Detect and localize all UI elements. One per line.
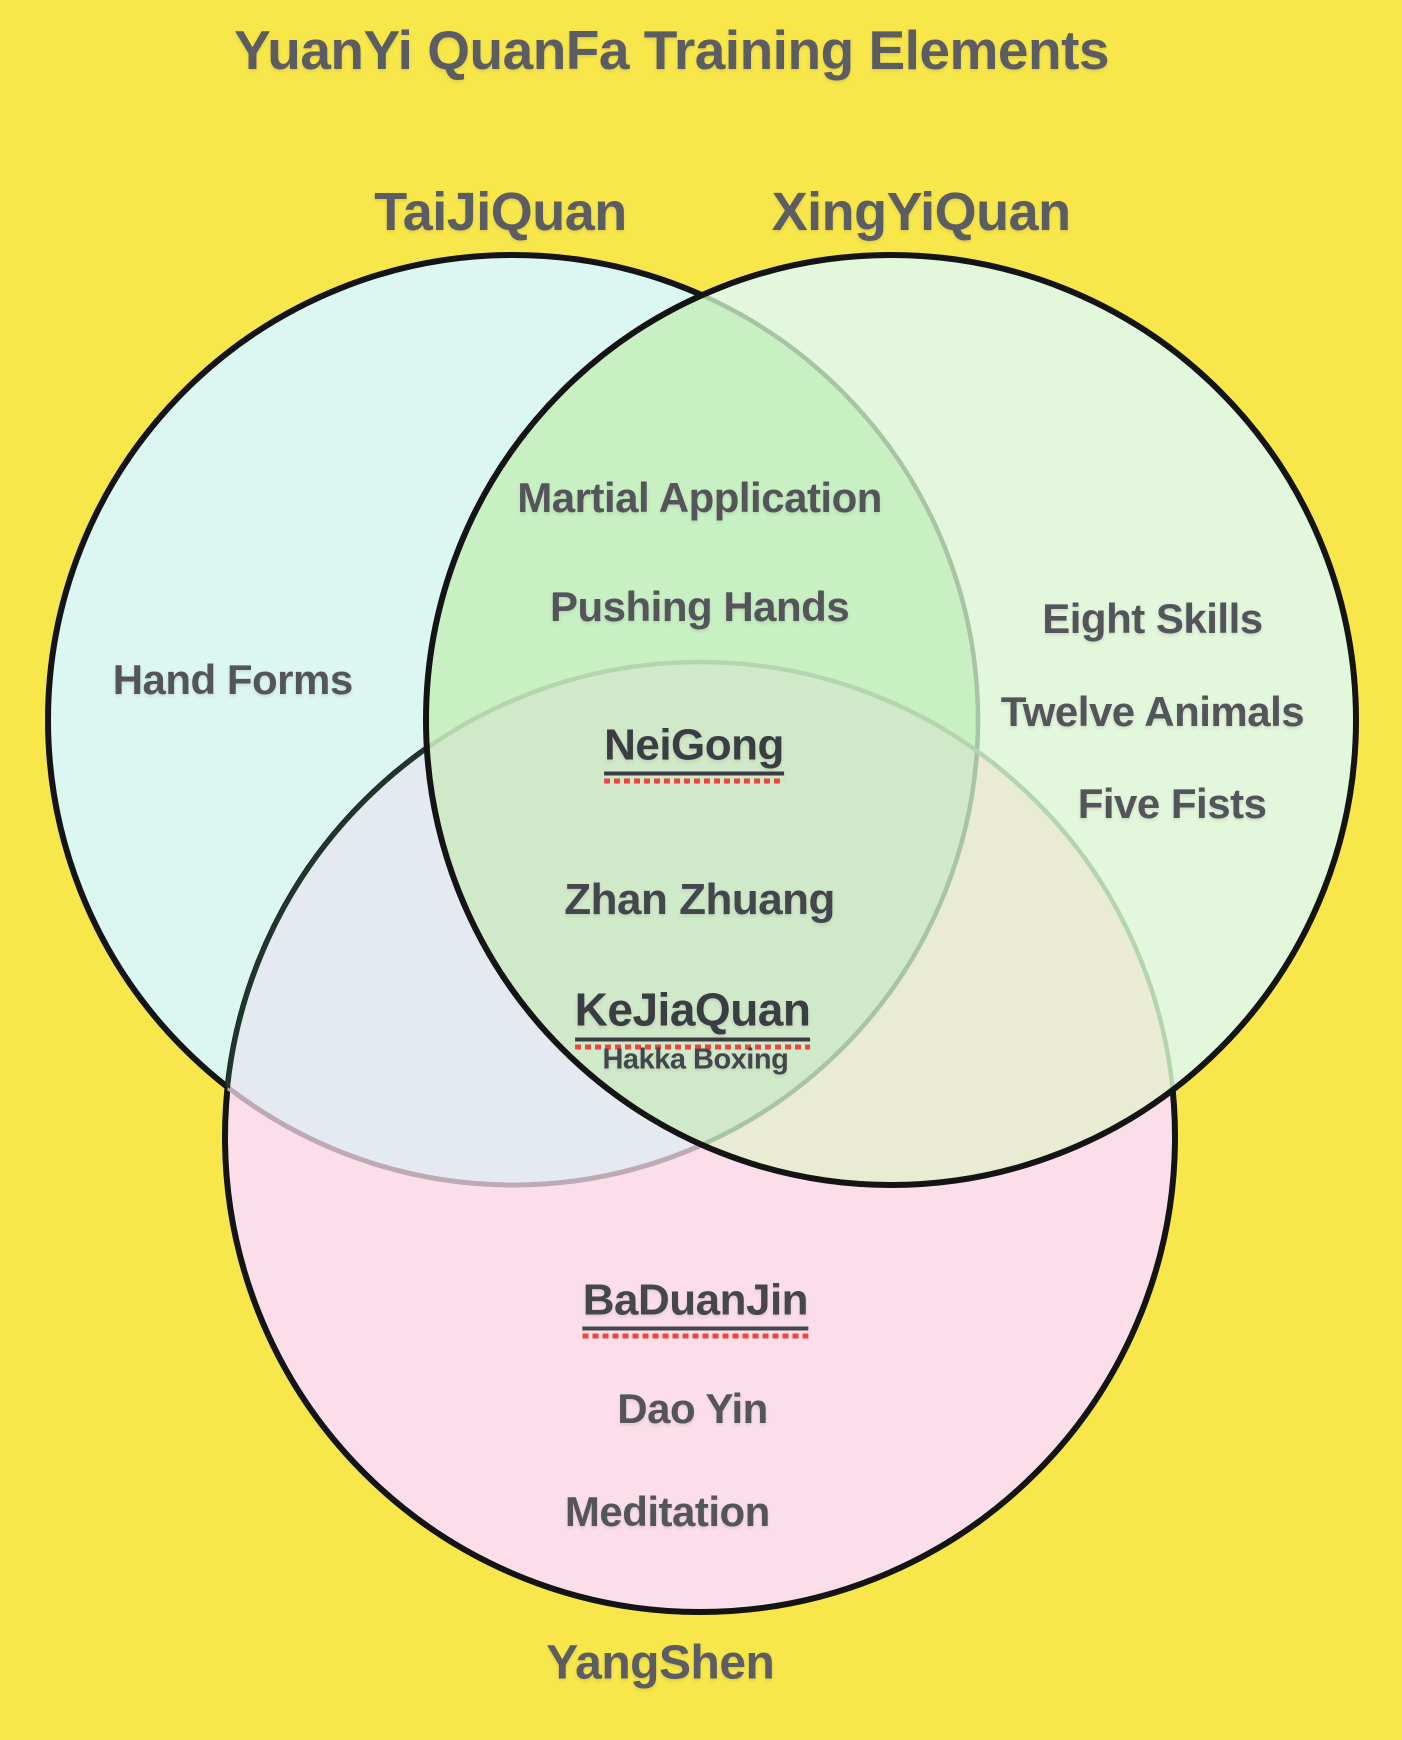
item-five-fists: Five Fists — [1077, 779, 1267, 827]
taijiquan-circle-label: TaiJiQuan — [374, 182, 627, 243]
neigong-underlined-text[interactable]: NeiGong — [604, 720, 784, 776]
neigong-spellcheck-squiggle — [604, 778, 784, 784]
center-overlap — [426, 662, 978, 1185]
item-twelve-animals: Twelve Animals — [1000, 687, 1305, 735]
item-dao-yin: Dao Yin — [617, 1385, 768, 1433]
item-hakka-boxing: Hakka Boxing — [602, 1043, 789, 1076]
item-meditation: Meditation — [564, 1488, 770, 1536]
kejiaquan-underlined-text[interactable]: KeJiaQuan — [574, 983, 811, 1042]
item-eight-skills: Eight Skills — [1042, 595, 1263, 643]
item-zhan-zhuang: Zhan Zhuang — [564, 874, 835, 924]
kejiaquan-spellcheck-squiggle — [574, 1044, 811, 1050]
item-hand-forms: Hand Forms — [112, 656, 354, 704]
taijiquan-arc-inside-xingyiquan — [426, 255, 981, 1185]
item-martial-application: Martial Application — [517, 473, 882, 521]
item-baduanjin-link[interactable]: BaDuanJin — [582, 1275, 809, 1339]
baduanjin-spellcheck-squiggle — [582, 1333, 809, 1339]
yangshen-circle-label: YangShen — [546, 1636, 775, 1690]
baduanjin-underlined-text[interactable]: BaDuanJin — [582, 1275, 809, 1331]
item-pushing-hands: Pushing Hands — [549, 583, 850, 631]
item-kejiaquan-link[interactable]: KeJiaQuan — [574, 983, 811, 1050]
item-neigong-link[interactable]: NeiGong — [604, 720, 784, 784]
page-title: YuanYi QuanFa Training Elements — [234, 19, 1109, 82]
xingyiquan-outline — [423, 252, 1359, 1188]
xingyiquan-circle-label: XingYiQuan — [771, 182, 1072, 243]
